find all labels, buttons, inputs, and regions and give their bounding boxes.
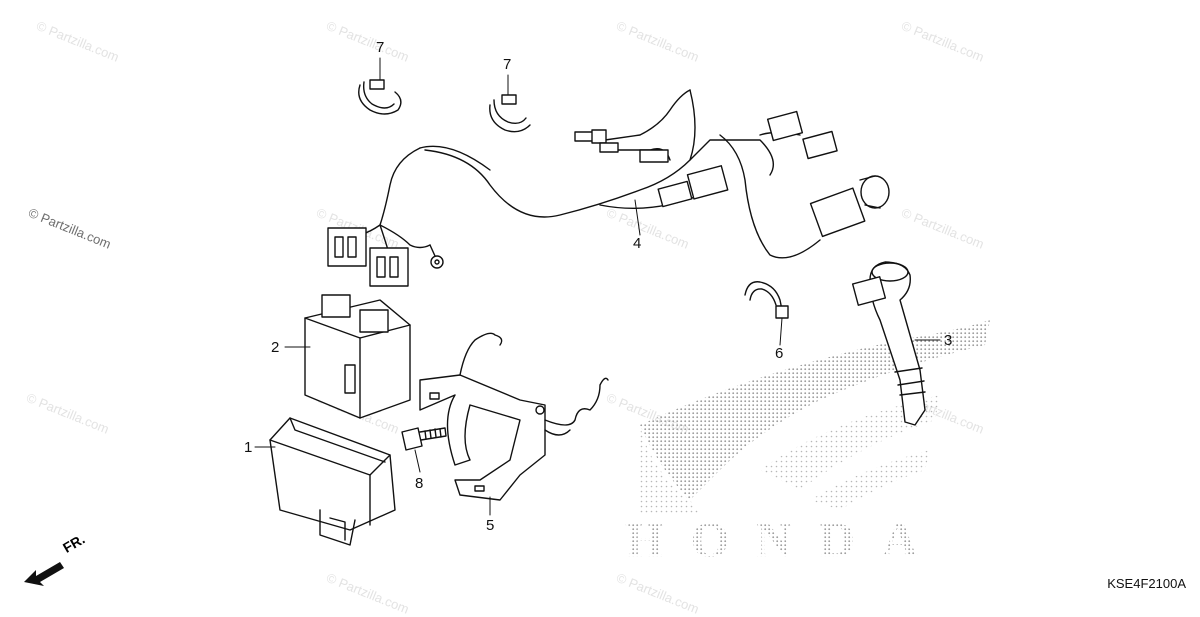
clip-7-left: [358, 79, 402, 115]
holder-1: [269, 417, 396, 546]
honda-logo-text: HONDA: [625, 511, 920, 567]
parts-diagram: © Partzilla.com © Partzilla.com © Partzi…: [20, 18, 1186, 617]
clip-6: [744, 281, 789, 319]
callout-5: 5: [486, 517, 495, 534]
callout-3: 3: [944, 332, 953, 349]
wire-harness-4: [327, 89, 890, 287]
callout-4: 4: [633, 235, 642, 252]
clip-7-right: [489, 94, 531, 133]
callout-7-left: 7: [376, 39, 385, 56]
front-direction-indicator: FR.: [20, 531, 100, 590]
honda-wing-logo: HONDA: [625, 320, 990, 567]
leader-lines: [254, 57, 941, 516]
callout-1: 1: [244, 439, 253, 456]
ignition-coil-3: [851, 261, 926, 426]
callout-6: 6: [775, 345, 784, 362]
module-2: [304, 294, 411, 419]
callout-8: 8: [415, 475, 424, 492]
callout-7-right: 7: [503, 56, 512, 73]
diagram-drawing: HONDA: [254, 57, 990, 567]
bracket-5: [419, 332, 609, 501]
bolt-8: [401, 427, 447, 451]
callout-2: 2: [271, 339, 280, 356]
arrow-icon: [24, 562, 64, 586]
diagram-code: KSE4F2100A: [1107, 576, 1186, 591]
